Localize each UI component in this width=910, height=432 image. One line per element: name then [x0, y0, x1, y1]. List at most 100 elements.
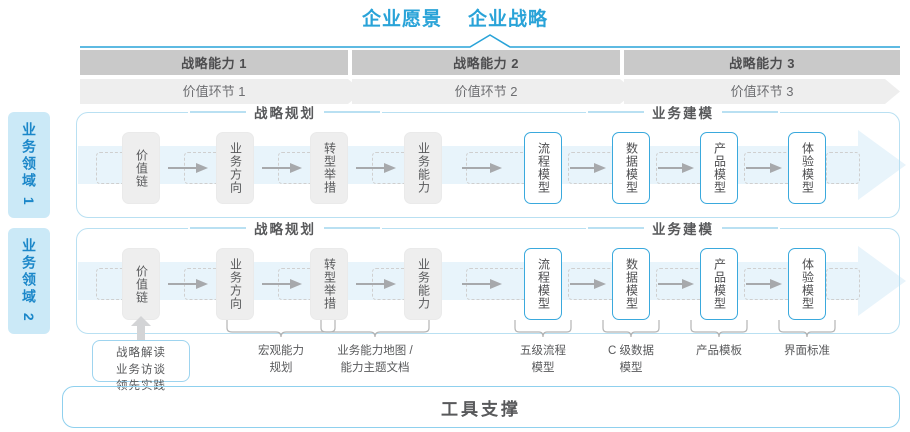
arrow-right-icon [168, 163, 208, 173]
footer-tool-support: 工具支撑 [62, 386, 900, 428]
tool-label-line-1: 宏观能力 [258, 345, 304, 357]
arrow-right-icon [262, 279, 302, 289]
node-label: 体验模型 [800, 258, 815, 310]
node-label: 数据模型 [624, 258, 639, 310]
node-label: 数据模型 [624, 142, 639, 194]
rule-left [588, 227, 644, 229]
lane-domain-1 [76, 112, 900, 218]
capability-cell-1: 战略能力 1 [80, 50, 348, 75]
arrow-up-icon [131, 316, 151, 342]
tool-label-line-2: 能力主题文档 [340, 361, 410, 374]
chevron-band-icon [80, 79, 900, 104]
node-process-model-1[interactable]: 流程模型 [524, 132, 562, 204]
node-label: 价值链 [134, 148, 149, 188]
arrow-right-icon [462, 279, 502, 289]
lane-domain-2 [76, 228, 900, 334]
node-label: 产品模型 [712, 142, 727, 194]
arrow-right-icon [462, 163, 502, 173]
node-label: 业务能力 [416, 142, 431, 194]
title-enterprise-strategy: 企业战略 [468, 9, 549, 30]
node-label: 流程模型 [536, 258, 551, 310]
tool-label-line-1: C 级数据 [608, 345, 654, 357]
tool-label-line-1: 业务能力地图 / [337, 345, 413, 357]
capability-cell-3: 战略能力 3 [624, 50, 900, 75]
node-value-chain-1[interactable]: 价值链 [122, 132, 160, 204]
sidebar-domain-2: 业务领域 2 [8, 228, 50, 334]
arrow-right-icon [168, 279, 208, 289]
node-label: 体验模型 [800, 142, 815, 194]
node-product-model-1[interactable]: 产品模型 [700, 132, 738, 204]
node-label: 业务能力 [416, 258, 431, 310]
node-value-chain-2[interactable]: 价值链 [122, 248, 160, 320]
rule-right [722, 227, 778, 229]
section-heading-planning-1-label: 战略规划 [254, 106, 316, 121]
sidebar-domain-2-label: 业务领域 2 [21, 238, 37, 324]
brace-icon [514, 320, 572, 338]
tool-label-line-1: 五级流程 [520, 345, 566, 357]
node-product-model-2[interactable]: 产品模型 [700, 248, 738, 320]
value-link-label-2: 价值环节 2 [454, 84, 518, 99]
node-process-model-2[interactable]: 流程模型 [524, 248, 562, 320]
arrow-right-icon [658, 163, 694, 173]
tool-box-line-1: 战略解读 [116, 347, 166, 359]
node-label: 转型举措 [322, 142, 337, 194]
tool-box-line-2: 业务访谈 [116, 363, 166, 376]
node-business-capability-1[interactable]: 业务能力 [404, 132, 442, 204]
node-experience-model-1[interactable]: 体验模型 [788, 132, 826, 204]
tool-label-macro-capability-planning: 宏观能力 规划 [226, 343, 336, 376]
tool-label-five-level-process-model: 五级流程 模型 [508, 343, 578, 376]
node-label: 业务方向 [228, 258, 243, 310]
node-label: 流程模型 [536, 142, 551, 194]
capability-cell-2: 战略能力 2 [352, 50, 620, 75]
section-heading-modeling-2: 业务建模 [586, 220, 780, 237]
footer-title: 工具支撑 [441, 399, 521, 419]
section-heading-planning-1: 战略规划 [188, 104, 382, 121]
value-link-label-1: 价值环节 1 [182, 84, 246, 99]
rule-right [722, 111, 778, 113]
sidebar-domain-1-label: 业务领域 1 [21, 122, 37, 208]
arrow-right-icon [746, 163, 782, 173]
node-transformation-measures-1[interactable]: 转型举措 [310, 132, 348, 204]
tool-label-line-2: 模型 [531, 361, 555, 374]
rule-left [190, 227, 246, 229]
node-business-capability-2[interactable]: 业务能力 [404, 248, 442, 320]
arrow-right-icon [356, 163, 396, 173]
rule-left [588, 111, 644, 113]
node-label: 价值链 [134, 264, 149, 304]
section-heading-modeling-1: 业务建模 [586, 104, 780, 121]
tool-label-line-1: 界面标准 [784, 345, 830, 357]
node-transformation-measures-2[interactable]: 转型举措 [310, 248, 348, 320]
brace-icon [320, 320, 430, 338]
peak-connector-icon [80, 34, 900, 48]
node-data-model-1[interactable]: 数据模型 [612, 132, 650, 204]
rule-right [324, 111, 380, 113]
node-experience-model-2[interactable]: 体验模型 [788, 248, 826, 320]
tool-label-product-template: 产品模板 [684, 343, 754, 360]
value-link-label-3: 价值环节 3 [730, 84, 794, 99]
node-label: 转型举措 [322, 258, 337, 310]
arrow-right-icon [570, 279, 606, 289]
node-business-direction-2[interactable]: 业务方向 [216, 248, 254, 320]
arrow-right-icon [356, 279, 396, 289]
section-heading-planning-2: 战略规划 [188, 220, 382, 237]
sidebar-domain-1: 业务领域 1 [8, 112, 50, 218]
tool-label-line-1: 产品模板 [696, 345, 742, 357]
top-titles: 企业愿景 企业战略 [0, 4, 910, 31]
node-label: 业务方向 [228, 142, 243, 194]
tool-label-c-level-data-model: C 级数据 模型 [596, 343, 666, 376]
capability-bar: 战略能力 1 战略能力 2 战略能力 3 [80, 50, 900, 75]
brace-icon [778, 320, 836, 338]
placeholder-box [826, 268, 860, 300]
tool-box-strategy-inputs[interactable]: 战略解读 业务访谈 领先实践 [92, 340, 190, 392]
node-data-model-2[interactable]: 数据模型 [612, 248, 650, 320]
node-business-direction-1[interactable]: 业务方向 [216, 132, 254, 204]
title-enterprise-vision: 企业愿景 [361, 9, 442, 30]
section-heading-modeling-2-label: 业务建模 [652, 222, 714, 237]
arrow-right-icon [746, 279, 782, 289]
section-heading-modeling-1-label: 业务建模 [652, 106, 714, 121]
arrow-right-icon [570, 163, 606, 173]
arrow-right-icon [262, 163, 302, 173]
brace-icon [602, 320, 660, 338]
value-link-bar: 价值环节 1 价值环节 2 价值环节 3 [80, 79, 900, 104]
